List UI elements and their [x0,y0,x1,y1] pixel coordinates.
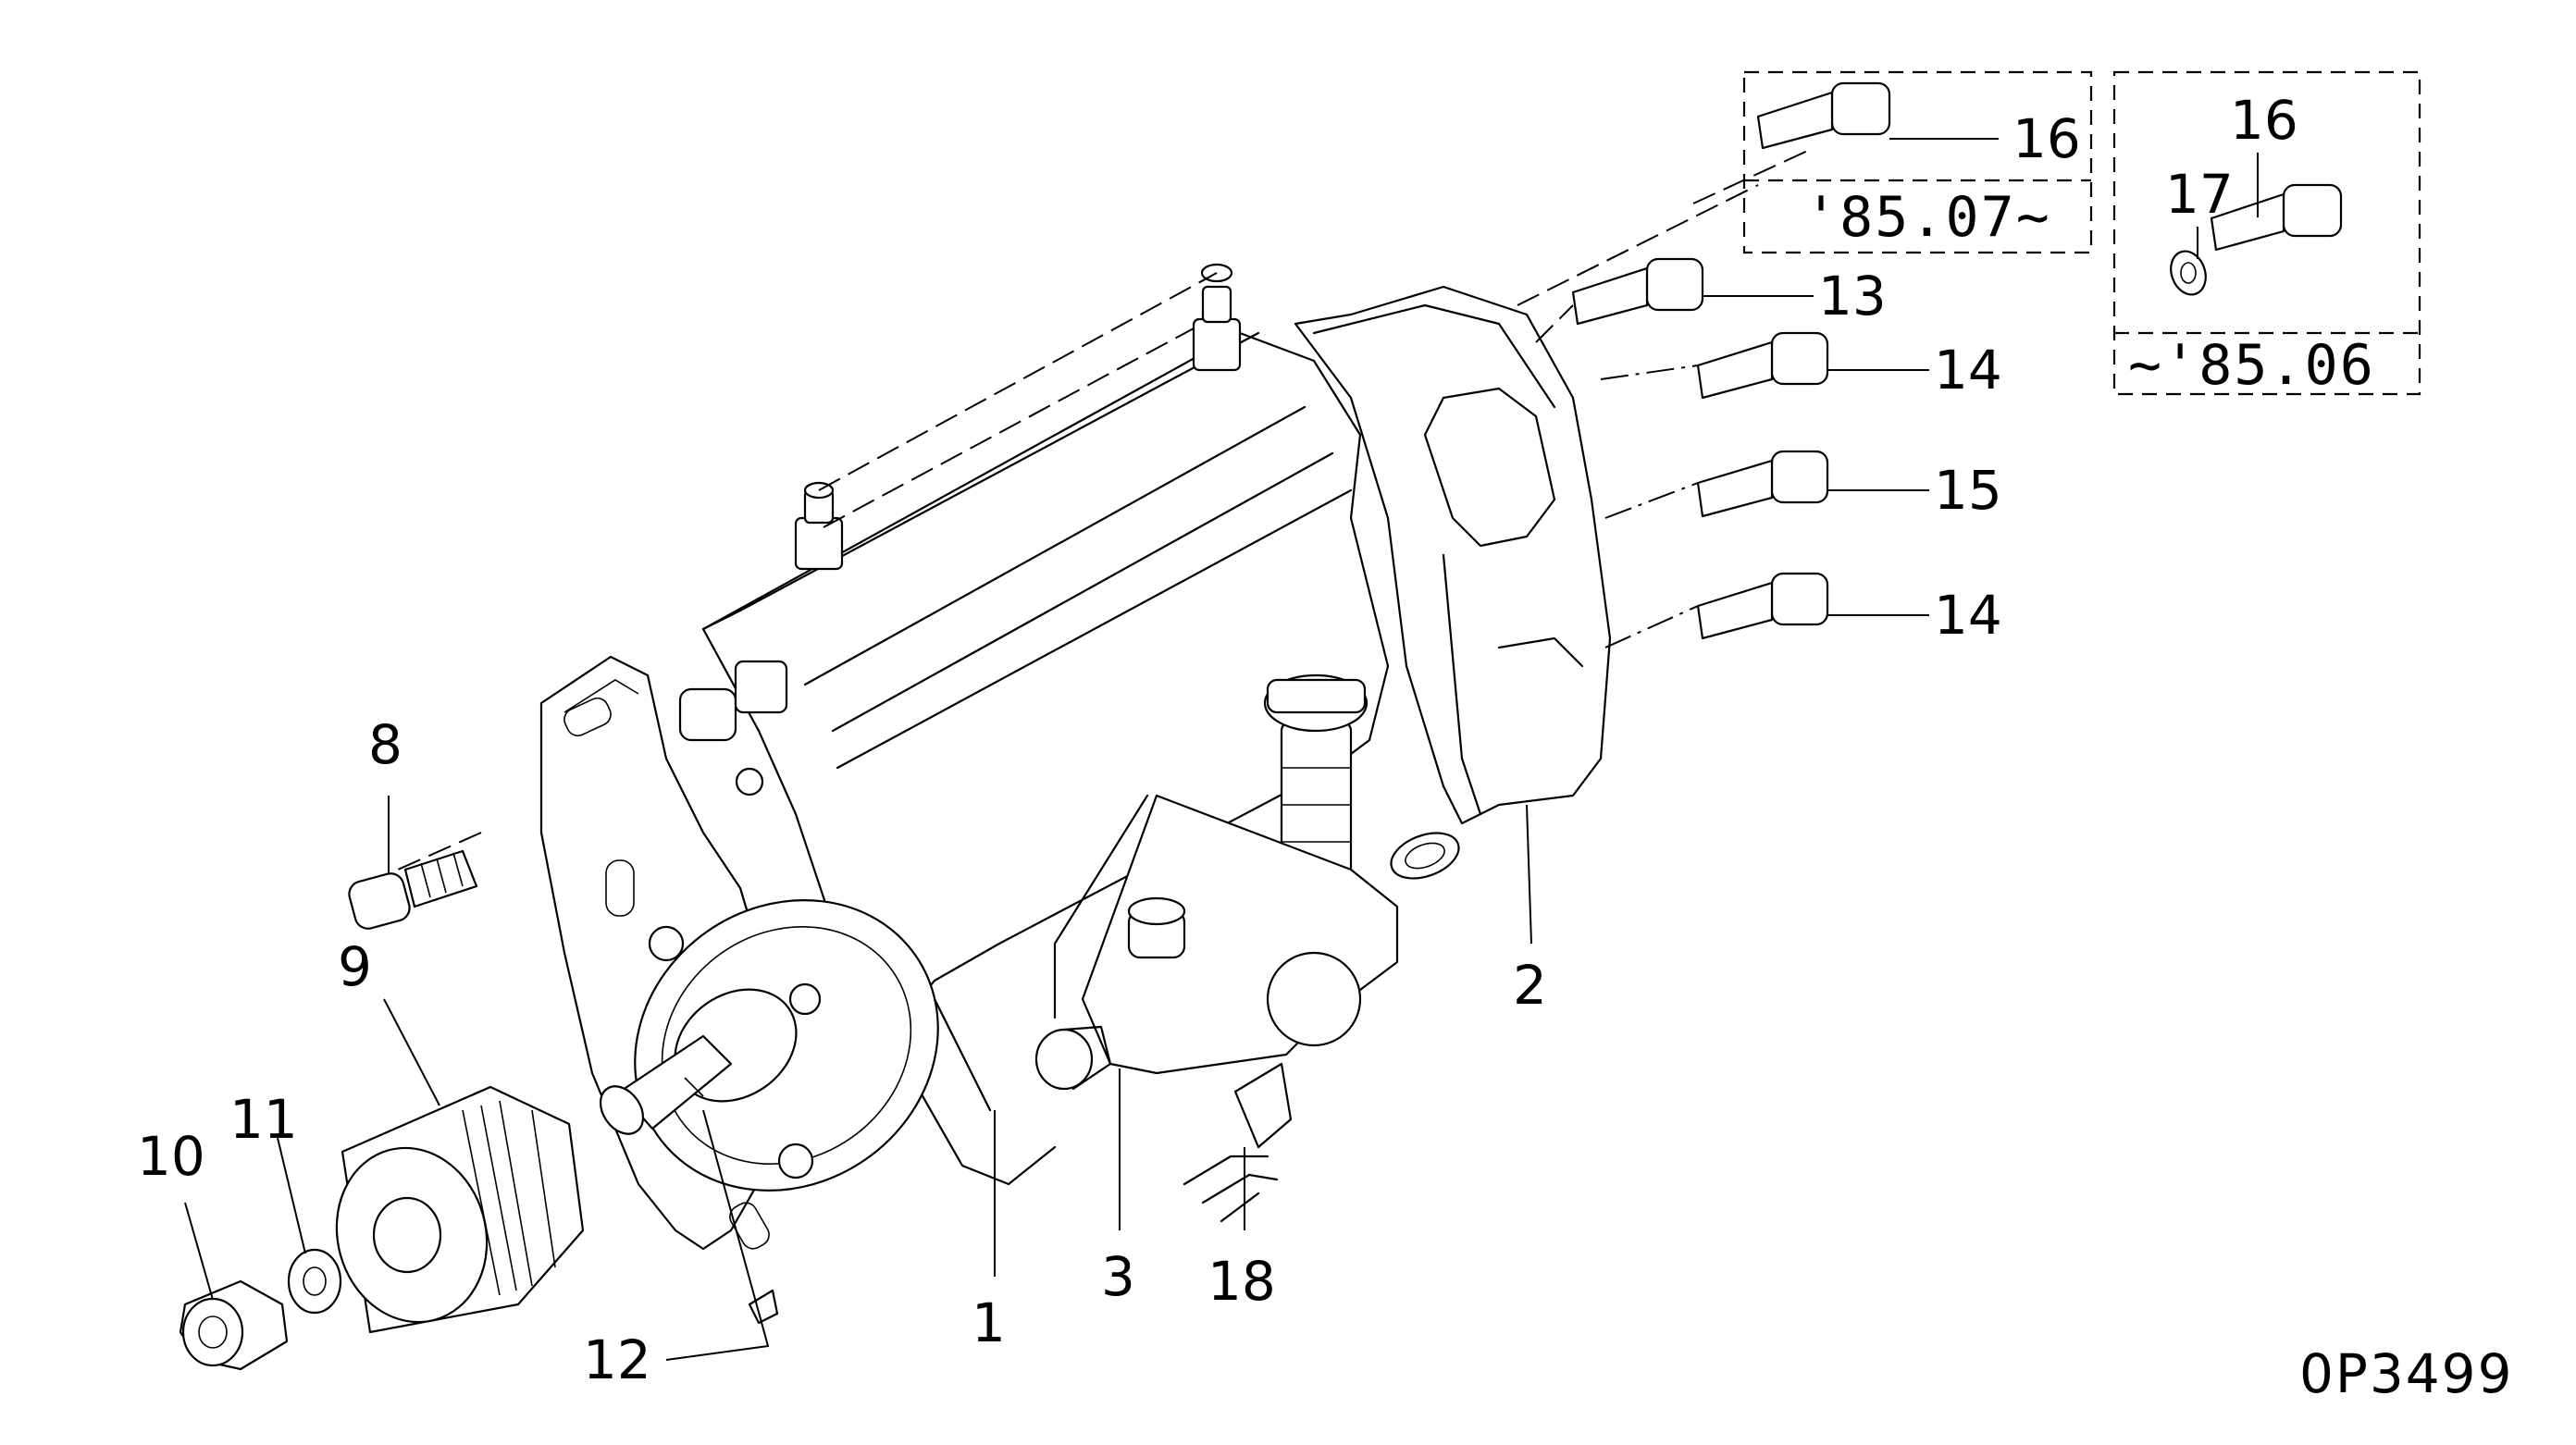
part-8-screw [348,849,478,930]
bolt-13 [1571,257,1704,326]
bolt-16-late [1756,81,1891,150]
callout-18: 18 [1208,1250,1276,1313]
bolt-14-lower [1696,572,1829,640]
callout-1: 1 [972,1291,1006,1354]
washer-17 [2170,250,2207,296]
callout-16-late: 16 [2012,107,2081,170]
drawing-code: 0P3499 [2299,1342,2513,1405]
callout-8: 8 [368,713,402,776]
variant-box-late [1742,70,2093,254]
callout-9: 9 [338,935,372,998]
bolt-14-upper [1696,331,1829,400]
assembly-lines [397,147,1814,871]
callout-17: 17 [2165,163,2234,226]
callout-12: 12 [583,1328,651,1391]
bolt-16-early [2210,183,2343,252]
injection-pump-body [539,263,1612,1325]
leaders [184,138,2259,1361]
callout-14-lower: 14 [1934,584,2002,647]
variant-label-early: ~'85.06 [2128,333,2375,398]
variant-box-early [2112,70,2421,396]
callout-11: 11 [229,1088,298,1151]
callout-3: 3 [1101,1245,1135,1308]
part-11-washer [287,1248,342,1315]
callout-16-early: 16 [2230,89,2298,152]
callout-2: 2 [1513,954,1547,1017]
bolt-15 [1696,450,1829,518]
callout-14-upper: 14 [1934,339,2002,401]
callout-15: 15 [1934,459,2002,522]
callout-13: 13 [1818,265,1887,327]
part-10-nut [179,1279,289,1371]
callout-10: 10 [137,1125,205,1188]
part-9-coupling [335,1085,585,1334]
variant-label-late: '85.07~ [1804,185,2051,250]
